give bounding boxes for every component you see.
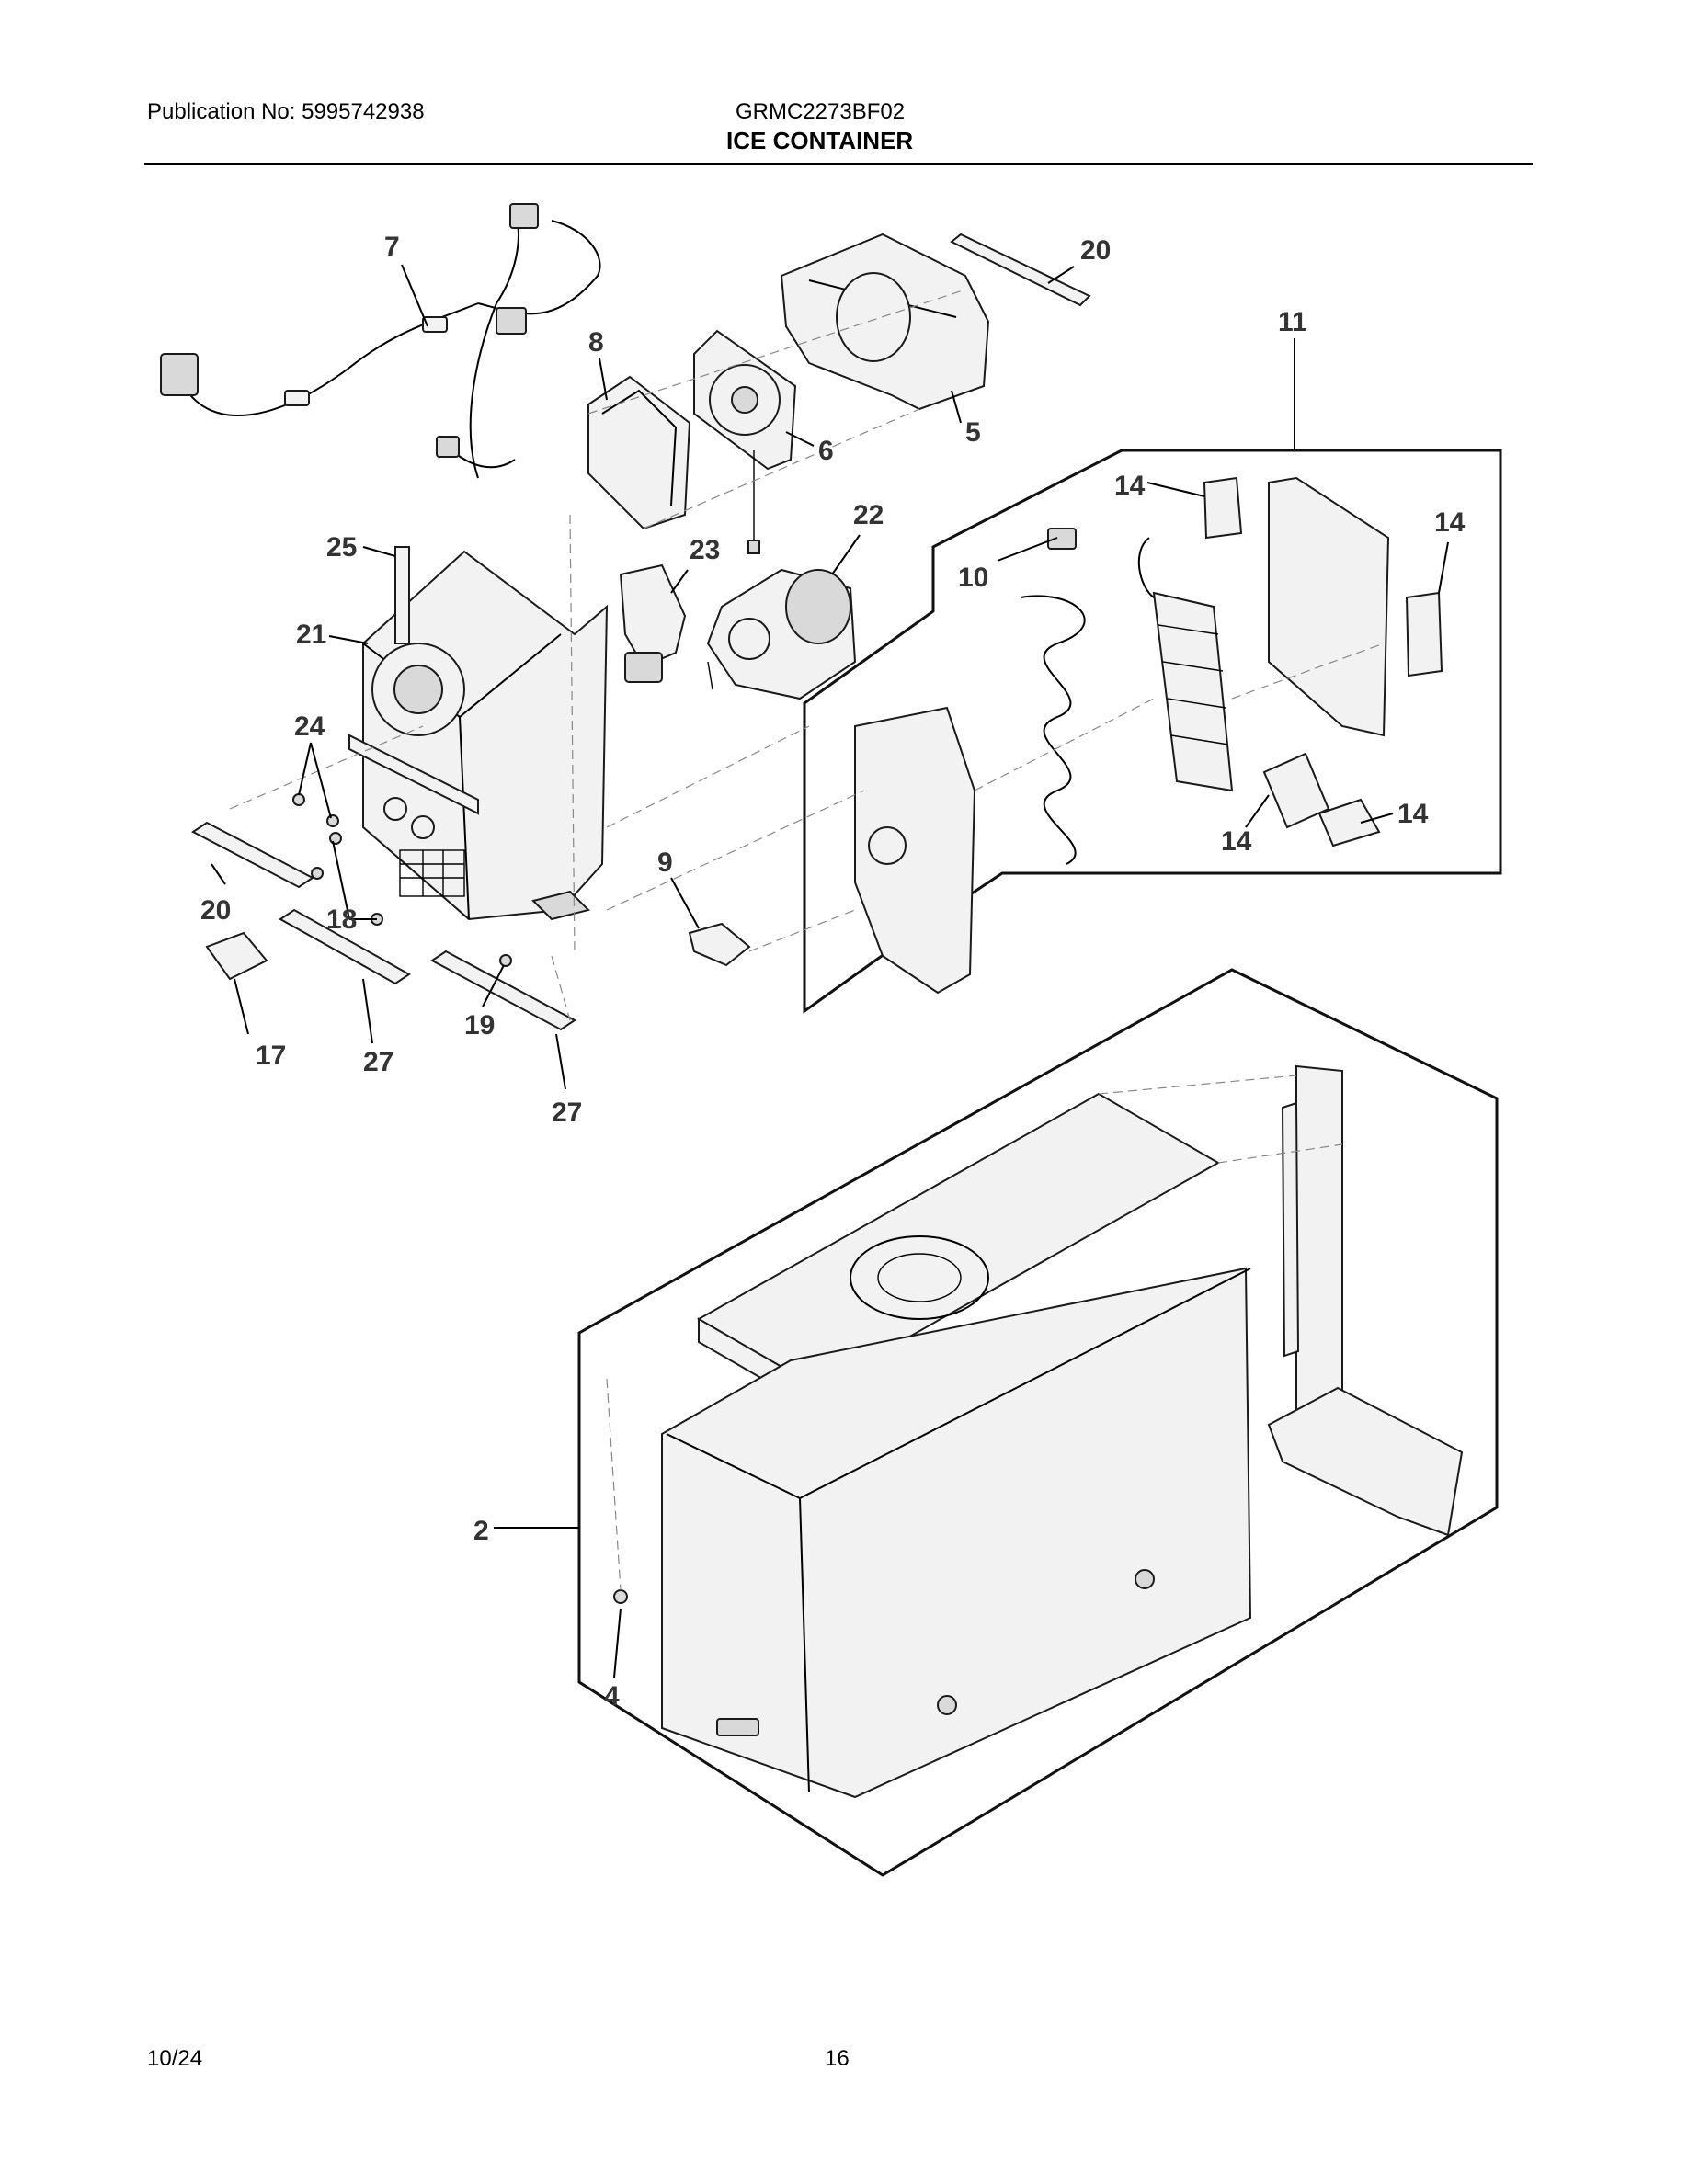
- auger-motor: [706, 568, 857, 700]
- page-title: ICE CONTAINER: [726, 127, 914, 154]
- callout-labels: 7 20 8 11 6 5 14 14 22 25 23 10 21 24 14…: [200, 232, 1466, 1712]
- callout-14c: 14: [1397, 799, 1429, 829]
- wire-harness: [160, 203, 601, 479]
- page-number: 16: [825, 2046, 850, 2071]
- callout-9: 9: [657, 847, 673, 878]
- ice-maker-body: [348, 550, 609, 921]
- callout-4: 4: [604, 1681, 620, 1712]
- callout-7: 7: [384, 232, 400, 262]
- callout-21: 21: [296, 620, 326, 650]
- gasket-strips-left: [191, 821, 576, 1031]
- fan-shroud: [587, 375, 691, 530]
- callout-27a: 27: [363, 1047, 393, 1077]
- callout-14a: 14: [1114, 471, 1146, 501]
- model-number: GRMC2273BF02: [736, 99, 906, 124]
- fan: [693, 329, 797, 554]
- gasket-strip-top: [950, 233, 1091, 307]
- header-rule: [144, 163, 1533, 165]
- callout-25: 25: [326, 532, 357, 563]
- publication-number: Publication No: 5995742938: [147, 99, 425, 124]
- callout-22: 22: [853, 500, 884, 530]
- footer-date: 10/24: [147, 2046, 203, 2071]
- ice-bucket-box: [577, 968, 1499, 1877]
- callout-6: 6: [818, 436, 834, 466]
- callout-14d: 14: [1221, 826, 1252, 857]
- callout-8: 8: [588, 327, 604, 358]
- callout-2: 2: [473, 1516, 489, 1546]
- callout-17: 17: [256, 1041, 286, 1071]
- callout-11: 11: [1278, 307, 1307, 337]
- callout-5: 5: [965, 417, 981, 448]
- callout-18: 18: [326, 904, 357, 935]
- callout-20a: 20: [1080, 235, 1111, 266]
- callout-24: 24: [294, 711, 325, 742]
- callout-27b: 27: [552, 1098, 582, 1128]
- vent-grid: [399, 849, 465, 897]
- fan-housing: [780, 233, 990, 411]
- callout-20b: 20: [200, 895, 231, 926]
- guide-lines: [229, 289, 1385, 1021]
- clip-17: [205, 931, 268, 981]
- callout-23: 23: [690, 535, 720, 565]
- evaporator-box: [803, 449, 1502, 1014]
- clip-9: [688, 922, 751, 967]
- damper: [619, 563, 687, 683]
- strip-25: [394, 546, 410, 644]
- leader-lines: [211, 264, 1449, 1678]
- callout-14b: 14: [1434, 507, 1466, 538]
- callout-19: 19: [464, 1010, 495, 1041]
- callout-10: 10: [958, 563, 988, 593]
